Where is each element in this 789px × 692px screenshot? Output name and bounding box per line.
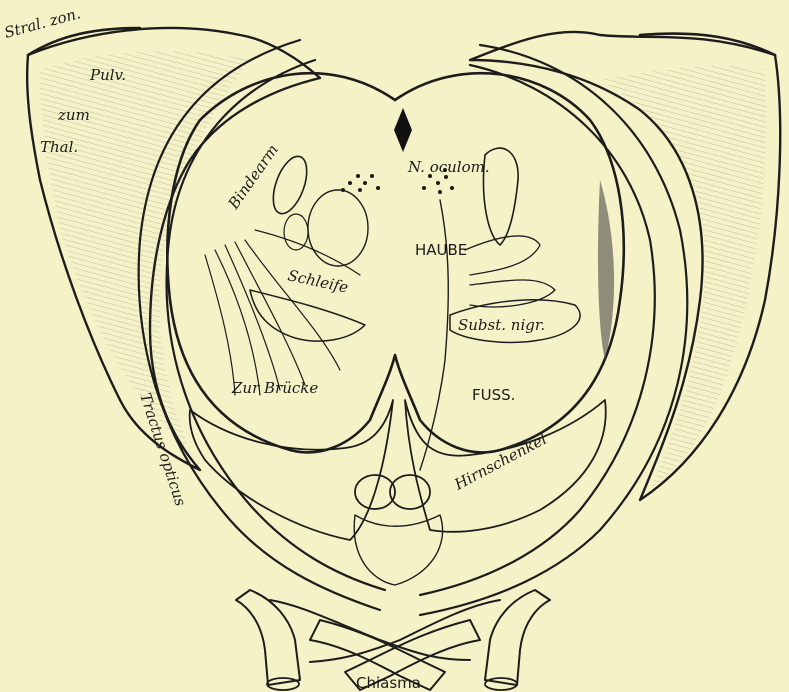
right-dark-fold (598, 180, 614, 360)
label-n-oculom: N. oculom. (407, 158, 490, 176)
label-chiasma: Chiasma (356, 674, 421, 692)
label-schleife: Schleife (286, 266, 350, 296)
label-zum: zum (57, 106, 90, 124)
label-hirnschenkel: Hirnschenkel (451, 430, 550, 494)
red-nucleus-left-inner (284, 214, 308, 250)
label-haube: HAUBE (415, 241, 467, 259)
red-nucleus-left (308, 190, 368, 266)
label-subst-nigr: Subst. nigr. (458, 316, 545, 334)
label-zur-bruecke: Zur Brücke (231, 379, 318, 397)
label-pulv: Pulv. (89, 66, 126, 84)
right-optic-nerve (485, 590, 550, 685)
label-fuss: FUSS. (472, 386, 515, 404)
aqueduct-diamond (394, 108, 412, 152)
fiber-bundle-left (205, 230, 360, 395)
haube-loop-2 (470, 280, 555, 307)
right-shell-fibers (600, 66, 766, 490)
label-thal: Thal. (40, 138, 78, 156)
schleife-lemniscus (250, 290, 365, 341)
